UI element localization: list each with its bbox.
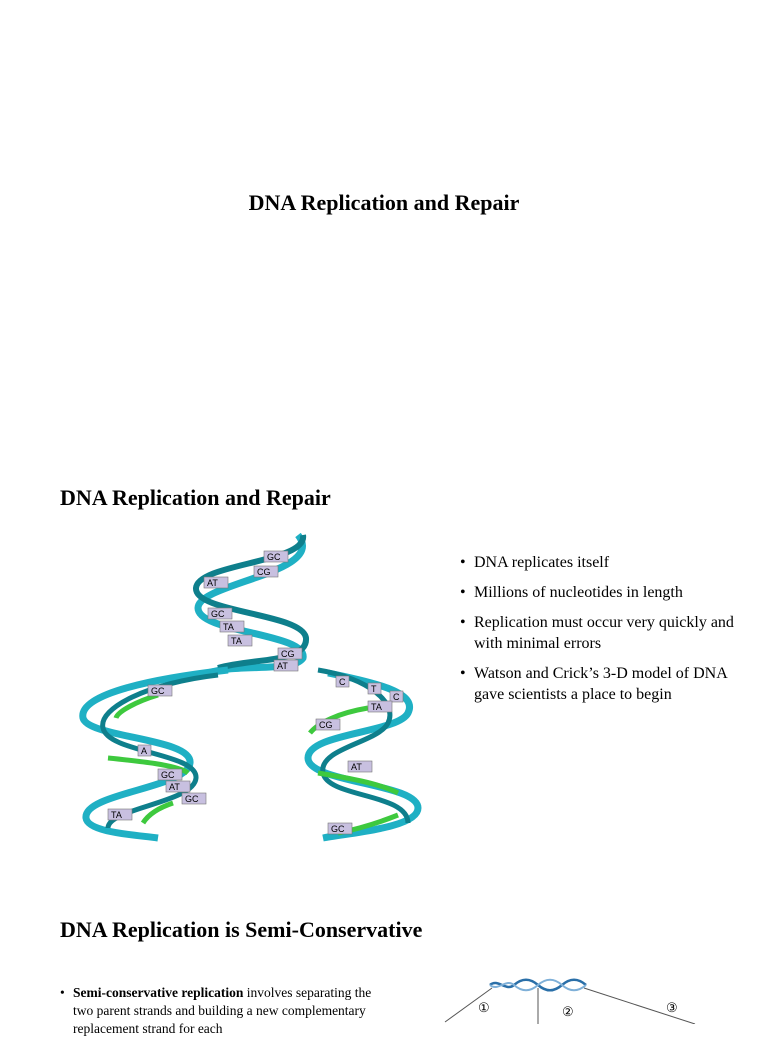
base-pair-box xyxy=(147,684,173,697)
base-pair-label: GC xyxy=(331,824,345,834)
base-pair-box xyxy=(335,675,350,688)
base-pair-label: AT xyxy=(207,578,218,588)
slide-title: DNA Replication and Repair xyxy=(248,190,520,215)
base-pair-box xyxy=(157,768,183,781)
base-pair-box xyxy=(389,690,404,703)
base-pair-label: GC xyxy=(151,686,165,696)
base-pair-box xyxy=(315,718,341,731)
base-pair-box xyxy=(253,565,279,578)
base-pair-box xyxy=(137,744,152,757)
left-new-strand xyxy=(107,692,190,825)
replication-bullet-list: DNA replicates itself Millions of nucleo… xyxy=(460,552,735,714)
base-pair-box xyxy=(181,792,207,805)
base-pair-label: TA xyxy=(231,636,242,646)
diagram-label-1: ① xyxy=(478,1000,490,1015)
base-pair-label: AT xyxy=(277,661,288,671)
base-pair-box xyxy=(367,682,382,695)
base-pair-label: GC xyxy=(211,609,225,619)
diagram-label-2: ② xyxy=(562,1004,574,1019)
semi-conservative-bullet-list: Semi-conservative replication involves s… xyxy=(60,984,380,1038)
base-pair-box xyxy=(277,647,303,660)
base-pair-box xyxy=(207,607,233,620)
base-pair-label: GC xyxy=(267,552,281,562)
semi-conservative-diagram: ① ② ③ xyxy=(444,978,696,1024)
base-pair-box xyxy=(263,550,289,563)
bullet-item: Watson and Crick’s 3-D model of DNA gave… xyxy=(460,663,735,705)
section-heading-semi-conservative: DNA Replication is Semi-Conservative xyxy=(60,917,423,942)
base-pair-label: GC xyxy=(161,770,175,780)
bullet-item: Replication must occur very quickly and … xyxy=(460,612,735,654)
bullet-bold-term: Semi-conservative replication xyxy=(73,985,244,1000)
section-heading-replication: DNA Replication and Repair xyxy=(60,485,331,510)
base-pair-label: CG xyxy=(281,649,295,659)
bullet-item: Semi-conservative replication involves s… xyxy=(60,984,380,1038)
base-pair-label: TA xyxy=(223,622,234,632)
base-pair-label: AT xyxy=(351,762,362,772)
base-pair-box xyxy=(347,760,373,773)
base-pair-box xyxy=(203,576,229,589)
base-pair-label: TA xyxy=(111,810,122,820)
base-pair-label: T xyxy=(371,684,377,694)
dna-replication-fork-diagram: GC CG AT GC TA TA CG AT GC C T C TA CG A GC AT AT GC TA GC xyxy=(79,533,422,842)
base-pair-label: C xyxy=(393,692,400,702)
bullet-item: DNA replicates itself xyxy=(460,552,735,573)
base-pair-box xyxy=(219,620,245,633)
base-pair-label: CG xyxy=(319,720,333,730)
diagram-label-3: ③ xyxy=(666,1000,678,1015)
base-pair-box xyxy=(107,808,133,821)
left-daughter-old-strand-b xyxy=(100,672,219,829)
base-pair-label: TA xyxy=(371,702,382,712)
base-pair-label: C xyxy=(339,677,346,687)
base-pair-label: GC xyxy=(185,794,199,804)
base-pair-label: CG xyxy=(257,567,271,577)
bullet-item: Millions of nucleotides in length xyxy=(460,582,735,603)
left-daughter-old-strand xyxy=(79,666,229,842)
base-pair-box xyxy=(165,780,191,793)
base-pair-box xyxy=(227,634,253,647)
base-pair-box xyxy=(273,659,299,672)
base-pair-box xyxy=(367,700,393,713)
base-pair-label: A xyxy=(141,746,147,756)
base-pair-label: AT xyxy=(169,782,180,792)
base-pair-box xyxy=(327,822,353,835)
